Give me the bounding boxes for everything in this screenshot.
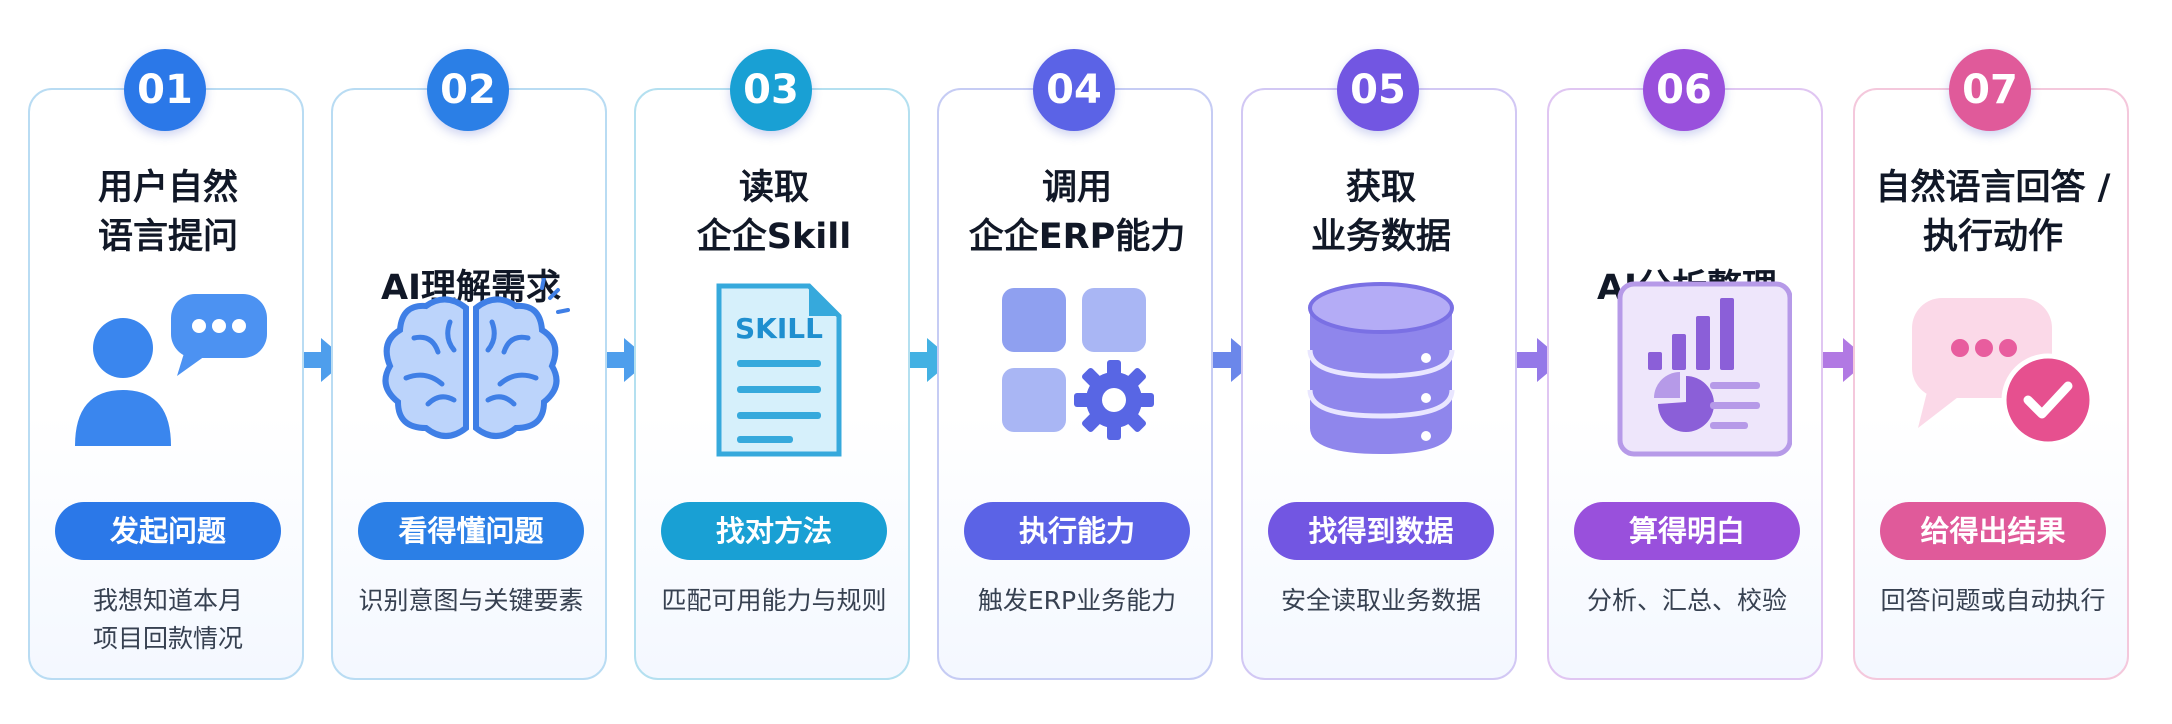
step-number-badge: 06 xyxy=(1643,49,1725,131)
step-pill: 发起问题 xyxy=(55,502,281,560)
modules-gear-icon xyxy=(939,278,1215,458)
step-description: 回答问题或自动执行 xyxy=(1880,586,2106,615)
step-card-4: 调用 企企ERP能力 执行能 xyxy=(937,88,1213,680)
step-pill: 找对方法 xyxy=(661,502,887,560)
database-icon xyxy=(1243,278,1519,458)
step-title: 获取 业务数据 xyxy=(1310,168,1451,257)
flow-arrow-5 xyxy=(1491,332,1567,388)
flow-arrow-2 xyxy=(578,332,654,388)
step-pill: 给得出结果 xyxy=(1880,502,2106,560)
step-description: 我想知道本月 项目回款情况 xyxy=(92,586,243,653)
step-description: 安全读取业务数据 xyxy=(1280,586,1481,615)
step-title: AI理解需求 xyxy=(380,268,562,308)
answer-check-icon xyxy=(1855,278,2131,458)
step-card-1: 用户自然 语言提问 发起问题 我想知道本月 项目回款情况 xyxy=(28,88,304,680)
step-card-5: 获取 业务数据 找得到数据 安全读取业务数据 xyxy=(1241,88,1517,680)
user-chat-icon xyxy=(30,278,306,458)
step-card-2: AI理解需求 看得懂问题 识别意图与关键要素 xyxy=(331,88,607,680)
step-number-badge: 07 xyxy=(1949,49,2031,131)
svg-text:SKILL: SKILL xyxy=(735,312,823,345)
step-description: 匹配可用能力与规则 xyxy=(661,586,887,615)
step-pill: 找得到数据 xyxy=(1268,502,1494,560)
skill-document-icon: SKILL xyxy=(636,278,912,458)
step-description: 分析、汇总、校验 xyxy=(1586,586,1787,615)
step-card-7: 自然语言回答 / 执行动作 给得出结果 回答问题或自动执行 xyxy=(1853,88,2129,680)
step-description: 触发ERP业务能力 xyxy=(977,586,1177,615)
step-pill: 看得懂问题 xyxy=(358,502,584,560)
step-number-badge: 03 xyxy=(730,49,812,131)
step-number-badge: 04 xyxy=(1033,49,1115,131)
step-title: 读取 企企Skill xyxy=(696,168,852,257)
step-card-3: 读取 企企Skill SKILL 找对方法 匹配可用能力与规则 xyxy=(634,88,910,680)
step-number-badge: 02 xyxy=(427,49,509,131)
step-title: 自然语言回答 / 执行动作 xyxy=(1875,168,2111,257)
flow-arrow-1 xyxy=(275,332,351,388)
flow-arrow-6 xyxy=(1797,332,1873,388)
step-title: 用户自然 语言提问 xyxy=(97,168,238,257)
step-card-6: AI分析整理 算得明白 分析、汇总、校验 xyxy=(1547,88,1823,680)
step-number-badge: 01 xyxy=(124,49,206,131)
flow-arrow-4 xyxy=(1185,332,1261,388)
brain-icon xyxy=(333,278,609,458)
step-number-badge: 05 xyxy=(1337,49,1419,131)
chart-report-icon xyxy=(1549,278,1825,458)
flow-arrow-3 xyxy=(881,332,957,388)
step-description: 识别意图与关键要素 xyxy=(358,586,584,615)
step-title: 调用 企企ERP能力 xyxy=(968,168,1186,257)
step-pill: 执行能力 xyxy=(964,502,1190,560)
step-pill: 算得明白 xyxy=(1574,502,1800,560)
